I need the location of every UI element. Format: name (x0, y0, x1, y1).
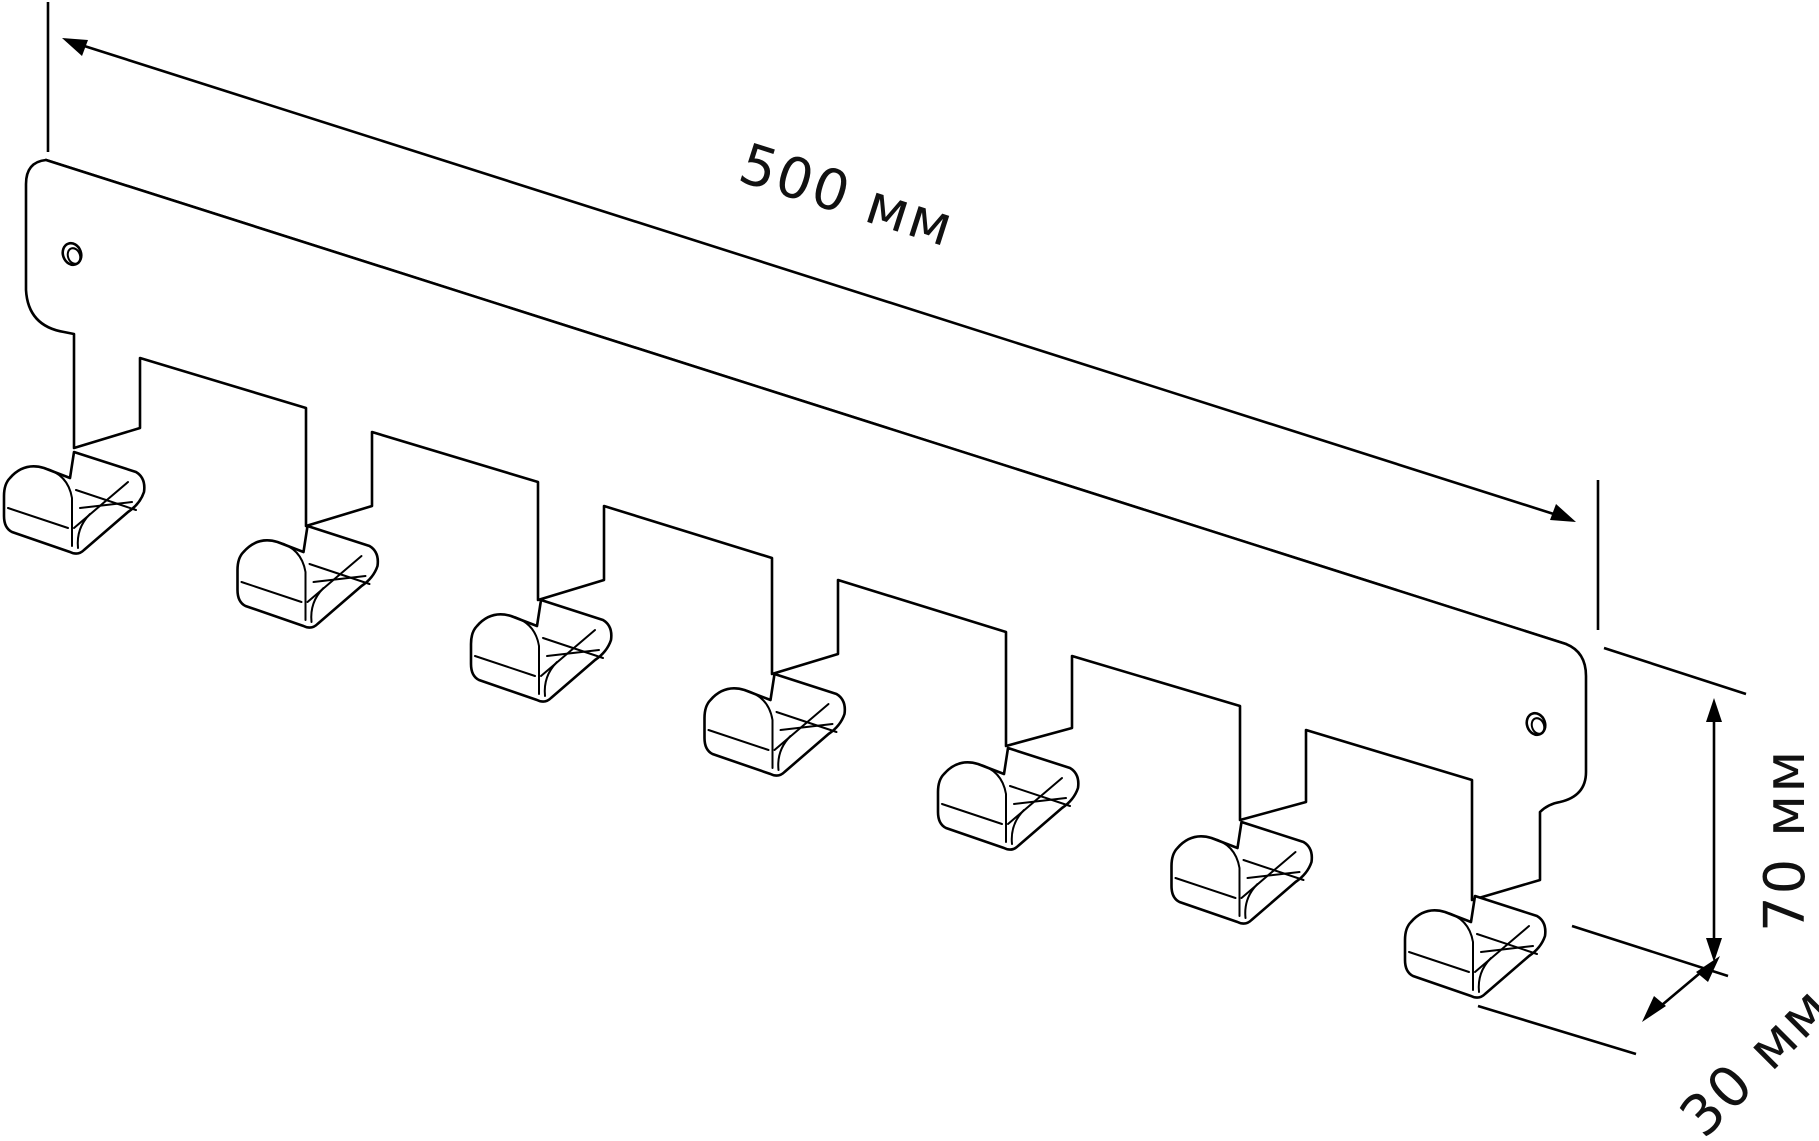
hook-body (236, 524, 380, 629)
hook-detail-line (1174, 877, 1237, 899)
hook-body (2, 450, 146, 555)
hook-detail-line (474, 655, 536, 677)
hook-1 (2, 450, 146, 555)
hook-detail-line (1244, 883, 1259, 919)
hook-detail-line (1246, 871, 1301, 879)
hook-detail-line (43, 467, 73, 547)
hook-detail-line (1408, 951, 1470, 973)
hook-detail-line (707, 729, 770, 751)
hook-detail-line (546, 649, 600, 657)
hook-detail-line (76, 513, 91, 549)
hook-2 (236, 524, 380, 629)
mounting-hole-right-inner (1530, 717, 1546, 735)
height-label: 70 мм (1753, 748, 1818, 932)
hook-detail-line (510, 615, 540, 695)
hook-detail-line (1480, 945, 1534, 953)
hook-detail-line (941, 803, 1003, 825)
hook-4 (703, 672, 847, 777)
hook-detail-line (1474, 925, 1530, 973)
hook-7 (1403, 894, 1547, 999)
hook-detail-line (1240, 851, 1297, 899)
hook-detail-line (276, 541, 307, 621)
hook-detail-line (312, 575, 367, 583)
hook-5 (936, 746, 1080, 851)
hook-detail-line (1477, 957, 1492, 993)
hook-detail-line (240, 581, 303, 603)
hook-detail-line (1013, 797, 1067, 805)
hook-detail-line (73, 481, 129, 529)
hook-detail-line (777, 735, 792, 771)
hook-detail-line (7, 507, 69, 529)
hook-detail-line (1210, 837, 1241, 917)
hook-body (469, 598, 613, 703)
dimension-depth: 30 мм (1477, 956, 1819, 1141)
mounting-hole-left-inner (66, 247, 82, 265)
hook-detail-line (540, 629, 596, 677)
depth-label: 30 мм (1668, 974, 1819, 1141)
hook-detail-line (1444, 911, 1474, 991)
hook-detail-line (779, 723, 834, 731)
hook-detail-line (977, 763, 1007, 843)
hook-detail-line (743, 689, 774, 769)
hook-detail-line (79, 501, 133, 509)
hook-detail-line (773, 703, 830, 751)
hook-detail-line (1010, 809, 1025, 845)
hook-detail-line (543, 661, 558, 697)
dimension-height: 70 мм (1571, 646, 1818, 978)
hook-body (936, 746, 1080, 851)
hook-6 (1170, 820, 1314, 925)
rail-plate (24, 158, 1588, 902)
length-label: 500 мм (732, 131, 962, 260)
hooks-group (2, 450, 1547, 999)
hook-body (703, 672, 847, 777)
hook-body (1403, 894, 1547, 999)
hook-detail-line (306, 555, 363, 603)
hook-body (1170, 820, 1314, 925)
hook-detail-line (1007, 777, 1063, 825)
hook-detail-line (310, 587, 325, 623)
hook-3 (469, 598, 613, 703)
